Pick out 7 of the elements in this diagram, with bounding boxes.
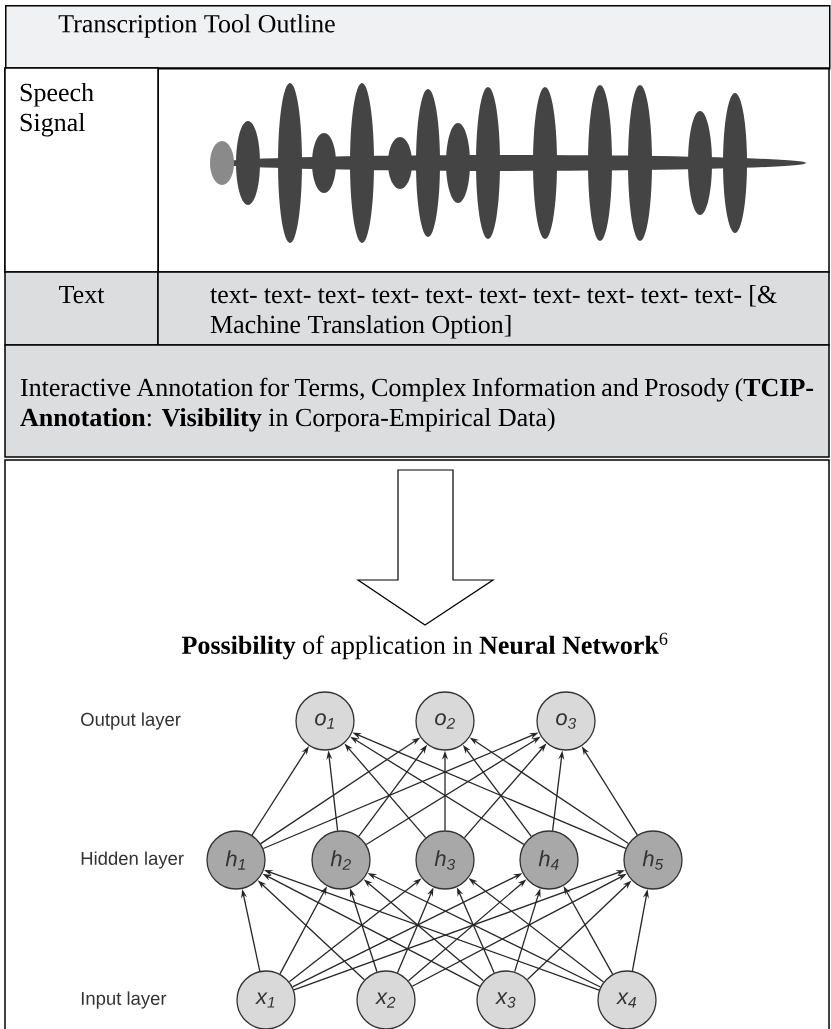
layer-label: Hidden layer — [81, 851, 184, 869]
layer-label: Input layer — [81, 991, 167, 1009]
heading: Possibility of application in Neural Network$^{6}$ — [182, 632, 668, 660]
title-cell: Transcription Tool Outline — [5, 5, 831, 70]
table-cell: Text — [4, 271, 159, 346]
layer-label: Output layer — [81, 712, 181, 730]
table-cell: Speech Signal — [4, 67, 159, 273]
